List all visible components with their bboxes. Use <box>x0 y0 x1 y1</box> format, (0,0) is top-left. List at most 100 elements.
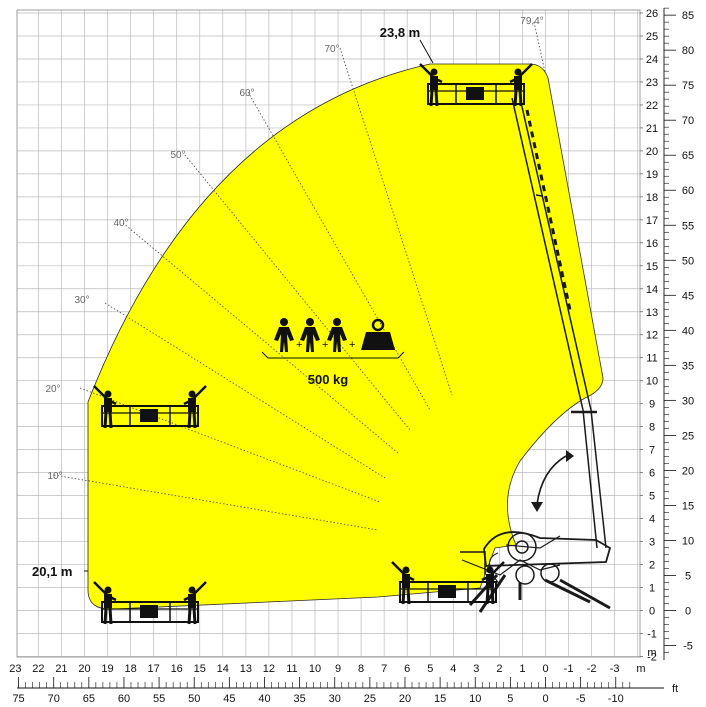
operator-figure <box>93 385 117 429</box>
y-tick-label-ft: 15 <box>682 500 694 512</box>
x-tick-label-ft: 5 <box>507 693 513 705</box>
y-tick-label-ft: 60 <box>682 185 694 197</box>
y-tick-label-ft: 40 <box>682 325 694 337</box>
grid-border <box>16 9 641 658</box>
operator-body <box>486 574 494 588</box>
operator-leg <box>406 587 411 605</box>
operator-arm <box>391 561 407 577</box>
operator-arm <box>517 63 533 79</box>
person-icon <box>327 318 347 352</box>
operator-figure <box>93 581 117 625</box>
y-tick-label-m: 12 <box>646 330 658 342</box>
operator-head <box>188 586 196 594</box>
x-tick-label-ft: 40 <box>258 693 270 705</box>
angle-labels: 10°20°30°40°50°60°70°79,4° <box>45 16 543 482</box>
max-height-label: 23,8 m <box>380 25 420 40</box>
operator-body <box>188 594 196 608</box>
x-tick-label-m: 0 <box>542 663 548 675</box>
operator-head <box>514 68 522 76</box>
load-icons: + + + <box>261 318 405 359</box>
angle-label: 79,4° <box>520 16 543 27</box>
operator-arm <box>183 594 193 602</box>
max-outreach-label: 20,1 m <box>32 564 72 579</box>
plus-sign: + <box>349 339 355 351</box>
x-tick-label-ft: -10 <box>608 693 624 705</box>
x-tick-label-m: 4 <box>450 663 456 675</box>
platform-basket <box>399 581 497 603</box>
x-tick-label-m: 20 <box>78 663 90 675</box>
y-tick-label-m: 7 <box>649 445 655 457</box>
x-tick-label-ft: 15 <box>434 693 446 705</box>
x-tick-label-m: 17 <box>148 663 160 675</box>
load-bracket <box>261 351 405 359</box>
x-tick-label-m: 13 <box>240 663 252 675</box>
x-tick-label-m: 9 <box>335 663 341 675</box>
y-tick-label-m: 4 <box>649 514 655 526</box>
y-tick-label-m: 10 <box>646 376 658 388</box>
y-tick-label-m: 13 <box>646 307 658 319</box>
angle-label: 70° <box>324 44 339 55</box>
operator-arm <box>183 398 193 406</box>
angle-line <box>53 474 379 531</box>
x-tick-label-ft: 10 <box>469 693 481 705</box>
x-tick-label-m: 16 <box>171 663 183 675</box>
x-tick-label-m: 14 <box>217 663 229 675</box>
operator-head <box>402 566 410 574</box>
x-tick-label-ft: 35 <box>293 693 305 705</box>
operator-arm <box>419 63 435 79</box>
x-tick-label-m: 21 <box>55 663 67 675</box>
operator-arm <box>107 594 117 602</box>
operator-arm <box>405 574 415 582</box>
y-tick-label-m: 23 <box>646 77 658 89</box>
angle-line <box>122 222 399 454</box>
y-tick-label-ft: 50 <box>682 255 694 267</box>
y-tick-label-m: 0 <box>649 606 655 618</box>
x-tick-label-m: 18 <box>124 663 136 675</box>
operator-figure <box>391 561 415 605</box>
operator-body <box>104 594 112 608</box>
operator-leg <box>108 411 113 429</box>
operator-head <box>486 566 494 574</box>
operator-figure <box>183 385 207 429</box>
y-tick-label-m: 6 <box>649 468 655 480</box>
x-tick-label-m: -2 <box>587 663 597 675</box>
y-tick-label-ft: 75 <box>682 80 694 92</box>
angle-label: 10° <box>47 471 62 482</box>
y-tick-label-m: 9 <box>649 399 655 411</box>
operator-head <box>188 390 196 398</box>
x-tick-label-m: -1 <box>564 663 574 675</box>
y-unit-m: m <box>647 647 656 659</box>
angle-line <box>533 21 546 73</box>
person-icon <box>300 318 320 352</box>
x-tick-label-m: 12 <box>263 663 275 675</box>
angle-line <box>339 47 453 396</box>
angle-label: 20° <box>45 384 60 395</box>
operator-leg <box>518 89 523 107</box>
operator-head <box>104 390 112 398</box>
operator-leg <box>103 411 108 429</box>
operator-figure <box>509 63 533 107</box>
x-tick-label-m: 22 <box>32 663 44 675</box>
operator-leg <box>192 411 197 429</box>
operator-arm <box>191 385 207 401</box>
y-tick-label-ft: 85 <box>682 10 694 22</box>
operator-leg <box>490 587 495 605</box>
x-tick-label-m: 11 <box>286 663 297 675</box>
load-label: 500 kg <box>308 372 349 387</box>
platform-basket <box>101 601 199 623</box>
y-tick-label-m: 24 <box>646 54 658 66</box>
x-tick-label-m: 7 <box>381 663 387 675</box>
operator-figure <box>481 561 505 605</box>
operator-body <box>188 398 196 412</box>
operator-leg <box>513 89 518 107</box>
y-tick-label-m: 3 <box>649 537 655 549</box>
angle-label: 30° <box>74 295 89 306</box>
y-tick-label-ft: 45 <box>682 290 694 302</box>
operator-leg <box>485 587 490 605</box>
x-tick-label-m: 1 <box>519 663 525 675</box>
y-tick-label-m: 22 <box>646 100 658 112</box>
x-tick-label-ft: 65 <box>83 693 95 705</box>
operator-arm <box>481 574 491 582</box>
